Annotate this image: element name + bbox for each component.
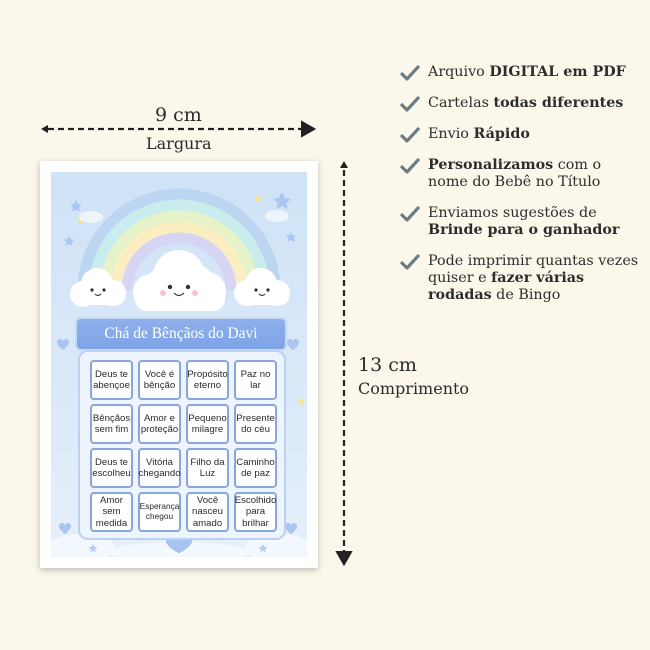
heart	[57, 339, 299, 534]
rainbow	[77, 188, 281, 291]
width-label: Largura	[146, 134, 212, 153]
bingo-cell: Bênçãos sem fim	[90, 404, 133, 444]
sky-illustration	[51, 188, 307, 557]
check-mark-icon	[400, 254, 420, 270]
height-label: Comprimento	[358, 379, 470, 398]
bingo-cell: Deus te abençoe	[90, 360, 133, 400]
feature-text: com o nome do Bebê no Título	[428, 157, 602, 190]
feature-text: Arquivo	[428, 64, 490, 80]
card-title: Chá de Bênçãos do Davi	[104, 325, 258, 342]
cloud	[234, 268, 290, 306]
feature-highlight: Rápido	[473, 126, 530, 142]
cloud	[70, 268, 126, 307]
bingo-cell: Você nasceu amado	[186, 492, 229, 532]
feature-text: Cartelas	[428, 95, 494, 111]
bingo-cell: Escolhido para brilhar	[234, 492, 277, 532]
bingo-cell: Presente do céu	[234, 404, 277, 444]
feature-highlight: todas diferentes	[493, 95, 624, 111]
cloud	[133, 250, 226, 311]
feature-item: Personalizamos com o nome do Bebê no Tít…	[400, 157, 640, 191]
feature-highlight: DIGITAL em PDF	[489, 64, 626, 80]
height-value: 13 cm	[358, 354, 417, 376]
check-mark-icon	[400, 158, 420, 174]
bingo-cell: Amor e proteção	[138, 404, 181, 444]
feature-item: Cartelas todas diferentes	[400, 95, 640, 112]
feature-text: Envio	[428, 126, 474, 142]
star	[63, 192, 297, 246]
card-title-banner: Chá de Bênçãos do Davi	[77, 319, 285, 349]
feature-item: Envio Rápido	[400, 126, 640, 143]
feature-text: Pode imprimir quantas vezes quiser e	[428, 253, 639, 286]
bingo-cell: Esperança chegou	[138, 492, 181, 532]
bingo-cell: Paz no lar	[234, 360, 277, 400]
bingo-board: Deus te abençoe Você é bênção Propósito …	[78, 350, 286, 540]
check-mark-icon	[400, 127, 420, 143]
check-mark-icon	[400, 65, 420, 81]
bingo-grid: Deus te abençoe Você é bênção Propósito …	[90, 360, 277, 532]
feature-item: Pode imprimir quantas vezes quiser e faz…	[400, 253, 640, 304]
check-mark-icon	[400, 206, 420, 222]
feature-item: Arquivo DIGITAL em PDF	[400, 64, 640, 81]
feature-highlight: fazer várias rodadas	[428, 270, 585, 303]
bingo-cell: Amor sem medida	[90, 492, 133, 532]
bingo-card: Chá de Bênçãos do Davi Deus te abençoe V…	[40, 161, 318, 568]
width-value: 9 cm	[155, 104, 202, 126]
check-mark-icon	[400, 96, 420, 112]
bingo-cell: Filho da Luz	[186, 448, 229, 488]
bingo-cell: Vitória chegando	[138, 448, 181, 488]
feature-highlight: Brinde para o ganhador	[428, 222, 620, 238]
bingo-cell: Propósito eterno	[186, 360, 229, 400]
bingo-cell: Você é bênção	[138, 360, 181, 400]
bingo-cell: Pequeno milagre	[186, 404, 229, 444]
feature-text: de Bingo	[491, 287, 561, 303]
bingo-card-artwork: Chá de Bênçãos do Davi Deus te abençoe V…	[51, 172, 307, 557]
feature-text: Enviamos sugestões de	[428, 205, 597, 221]
feature-list: Arquivo DIGITAL em PDF Cartelas todas di…	[400, 64, 640, 318]
feature-highlight: Personalizamos	[428, 157, 554, 173]
feature-item: Enviamos sugestões de Brinde para o ganh…	[400, 205, 640, 239]
bingo-cell: Caminho de paz	[234, 448, 277, 488]
bingo-cell: Deus te escolheu	[90, 448, 133, 488]
star	[88, 544, 268, 553]
